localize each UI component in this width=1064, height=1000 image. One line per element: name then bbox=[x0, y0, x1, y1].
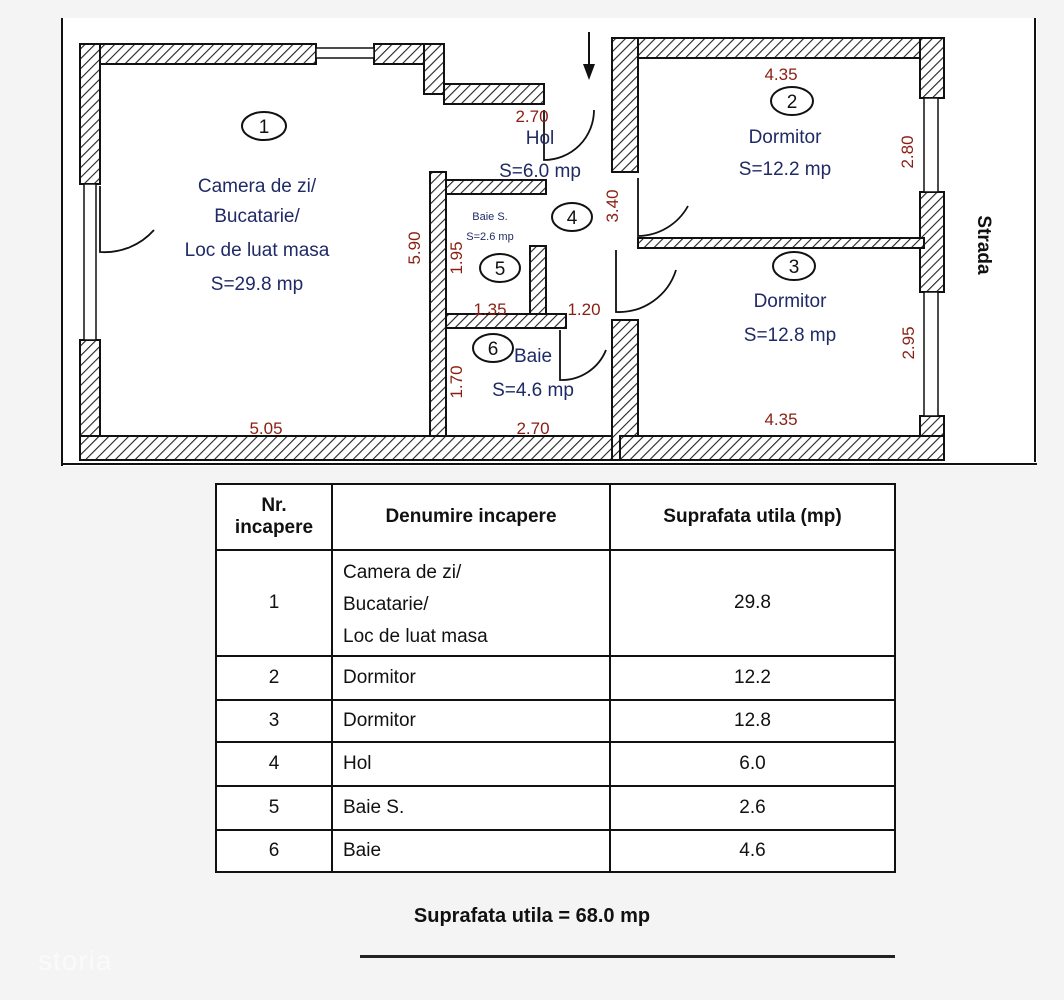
row-name: Hol bbox=[331, 741, 611, 787]
bottom-divider bbox=[360, 955, 895, 958]
windows bbox=[83, 47, 939, 417]
dim-bath-s-height: 1.95 bbox=[447, 241, 466, 274]
room-6-number: 6 bbox=[488, 339, 499, 360]
room-1-label-line2: Bucatarie/ bbox=[214, 206, 300, 227]
row-name-line3: Loc de luat masa bbox=[343, 626, 488, 647]
row-area: 6.0 bbox=[609, 741, 896, 787]
row-area: 4.6 bbox=[609, 829, 896, 873]
room-1-number: 1 bbox=[259, 117, 270, 138]
row-name: Dormitor bbox=[331, 655, 611, 701]
header-room-name: Denumire incapere bbox=[331, 483, 611, 551]
room-6-area: S=4.6 mp bbox=[492, 380, 574, 401]
row-name: Baie bbox=[331, 829, 611, 873]
room-1-label-line1: Camera de zi/ bbox=[198, 176, 317, 197]
dim-bed2-height: 2.80 bbox=[898, 135, 917, 168]
table-row: 3 Dormitor 12.8 bbox=[215, 699, 896, 743]
room-4-area: S=6.0 mp bbox=[499, 161, 581, 182]
header-room-number-line2: incapere bbox=[234, 517, 314, 538]
row-name: Baie S. bbox=[331, 785, 611, 831]
table-row: 2 Dormitor 12.2 bbox=[215, 655, 896, 701]
dim-bed2-width: 4.35 bbox=[764, 65, 797, 84]
row-number: 6 bbox=[215, 829, 333, 873]
room-3-number: 3 bbox=[789, 257, 800, 278]
room-1-label-line3: Loc de luat masa bbox=[185, 240, 330, 261]
row-name: Dormitor bbox=[331, 699, 611, 743]
dim-living-width: 5.05 bbox=[249, 419, 282, 438]
street-label: Strada bbox=[973, 215, 994, 275]
dim-hall-top: 2.70 bbox=[515, 107, 548, 126]
room-5-label: Baie S. bbox=[472, 211, 507, 223]
row-number: 2 bbox=[215, 655, 333, 701]
row-number: 1 bbox=[215, 549, 333, 657]
row-number: 4 bbox=[215, 741, 333, 787]
room-3-label: Dormitor bbox=[754, 291, 828, 312]
table-row: 4 Hol 6.0 bbox=[215, 741, 896, 787]
row-number: 5 bbox=[215, 785, 333, 831]
room-1-area: S=29.8 mp bbox=[211, 274, 303, 295]
row-area: 12.2 bbox=[609, 655, 896, 701]
dim-bath-height: 1.70 bbox=[447, 365, 466, 398]
row-name-line1: Camera de zi/ bbox=[343, 562, 462, 583]
header-room-number: Nr. incapere bbox=[215, 483, 333, 551]
header-room-area: Suprafata utila (mp) bbox=[609, 483, 896, 551]
row-name: Camera de zi/ Bucatarie/ Loc de luat mas… bbox=[331, 549, 611, 657]
table-header-row: Nr. incapere Denumire incapere Suprafata… bbox=[215, 483, 896, 551]
dim-bath-s-width: 1.35 bbox=[473, 300, 506, 319]
dim-hall-lower: 1.20 bbox=[567, 300, 600, 319]
room-6-label: Baie bbox=[514, 346, 552, 367]
dimensions: 5.05 5.90 2.70 3.40 1.35 1.95 1.20 2.70 … bbox=[249, 65, 918, 438]
table-row: 1 Camera de zi/ Bucatarie/ Loc de luat m… bbox=[215, 549, 896, 657]
room-2-label: Dormitor bbox=[749, 127, 823, 148]
room-area-table: Nr. incapere Denumire incapere Suprafata… bbox=[215, 483, 896, 873]
dim-bath-width: 2.70 bbox=[516, 419, 549, 438]
row-area: 12.8 bbox=[609, 699, 896, 743]
room-5-number: 5 bbox=[495, 259, 506, 280]
row-area: 29.8 bbox=[609, 549, 896, 657]
entrance-arrow-icon bbox=[583, 32, 595, 80]
room-2-number: 2 bbox=[787, 92, 798, 113]
doors bbox=[99, 109, 689, 381]
room-3-area: S=12.8 mp bbox=[744, 325, 836, 346]
dim-hall-vertical: 3.40 bbox=[603, 189, 622, 222]
room-2-area: S=12.2 mp bbox=[739, 159, 831, 180]
dim-bed3-height: 2.95 bbox=[899, 326, 918, 359]
table-row: 5 Baie S. 2.6 bbox=[215, 785, 896, 831]
total-usable-area: Suprafata utila = 68.0 mp bbox=[413, 905, 651, 927]
dim-living-height: 5.90 bbox=[405, 231, 424, 264]
header-room-number-line1: Nr. bbox=[261, 495, 287, 516]
room-4-label: Hol bbox=[526, 128, 555, 149]
room-number-markers: 1 2 3 4 5 6 bbox=[241, 86, 816, 363]
walls bbox=[79, 37, 945, 461]
dim-bed3-width: 4.35 bbox=[764, 410, 797, 429]
watermark-logo: storia bbox=[38, 945, 113, 976]
floor-plan: 1 2 3 4 5 6 Camera de zi/ Bucatarie/ Loc… bbox=[61, 18, 1037, 466]
table-row: 6 Baie 4.6 bbox=[215, 829, 896, 873]
room-4-number: 4 bbox=[567, 208, 578, 229]
room-5-area: S=2.6 mp bbox=[466, 231, 513, 243]
row-area: 2.6 bbox=[609, 785, 896, 831]
room-labels: Camera de zi/ Bucatarie/ Loc de luat mas… bbox=[185, 127, 837, 401]
row-number: 3 bbox=[215, 699, 333, 743]
row-name-line2: Bucatarie/ bbox=[343, 594, 429, 615]
